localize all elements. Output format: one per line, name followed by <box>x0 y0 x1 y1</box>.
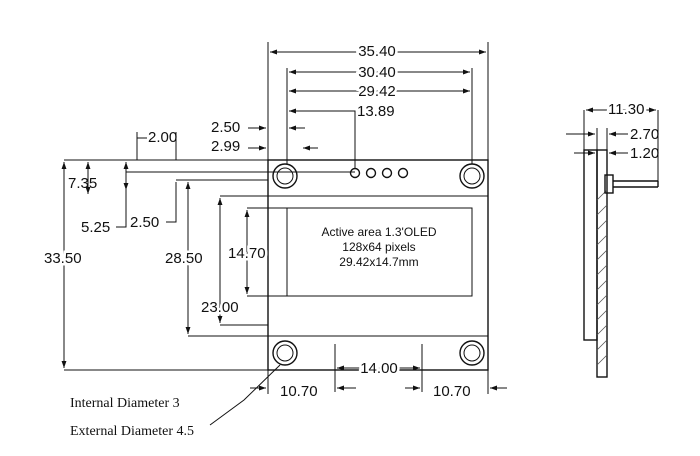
external-diameter-note: External Diameter 4.5 <box>70 424 195 439</box>
dim-5-25: 5.25 <box>81 219 110 236</box>
dim-23-00: 23.00 <box>201 299 239 316</box>
dim-total-height: 33.50 <box>44 250 82 267</box>
dim-2-99: 2.99 <box>211 138 240 155</box>
dim-bottom-gap: 14.00 <box>360 360 398 377</box>
dim-hole-height: 28.50 <box>165 250 203 267</box>
dim-hole-spacing: 30.40 <box>358 64 396 81</box>
dim-total-width: 35.40 <box>358 43 396 60</box>
active-area <box>286 207 473 297</box>
internal-diameter-note: Internal Diameter 3 <box>70 396 180 411</box>
dim-bottom-left: 10.70 <box>280 383 318 400</box>
header-pins <box>349 167 409 179</box>
mounting-holes <box>272 163 485 366</box>
dim-active-width: 29.42 <box>358 83 396 100</box>
dim-active-height: 14.70 <box>228 245 266 262</box>
screen-line-2: 128x64 pixels <box>342 240 415 254</box>
dim-pin-offset: 13.89 <box>357 103 395 120</box>
dim-2-50-left: 2.50 <box>130 214 159 231</box>
screen-line-1: Active area 1.3'OLED <box>321 225 436 239</box>
screen-line-3: 29.42x14.7mm <box>339 255 418 269</box>
dim-bottom-right: 10.70 <box>433 383 471 400</box>
dim-2-00: 2.00 <box>148 129 177 146</box>
side-view <box>583 149 659 378</box>
dim-side-1-20: 1.20 <box>630 145 659 162</box>
dim-side-depth: 11.30 <box>608 101 644 118</box>
dim-2-50-top: 2.50 <box>211 119 240 136</box>
dim-7-35: 7.35 <box>68 175 97 192</box>
dim-side-2-70: 2.70 <box>630 126 659 143</box>
